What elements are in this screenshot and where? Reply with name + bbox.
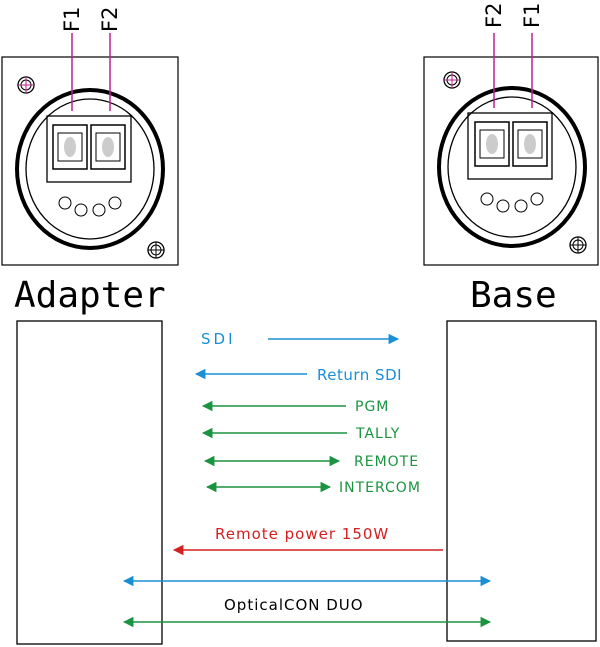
- right-connector-panel: F2 F1: [423, 3, 599, 266]
- right-connector-outer-ring: [437, 86, 587, 248]
- signal-tally: TALLY: [201, 426, 400, 442]
- signal-tally-label: TALLY: [355, 426, 400, 442]
- left-connector-outer-ring: [15, 88, 165, 250]
- signal-remote-label: REMOTE: [354, 454, 419, 470]
- left-mount-screw-top-icon: [17, 76, 35, 94]
- link-label: OpticalCON DUO: [224, 596, 364, 614]
- signal-intercom-label: INTERCOM: [339, 480, 421, 496]
- right-lc-port-1-icon: [474, 121, 510, 167]
- right-fiber-label-2: F1: [520, 3, 544, 28]
- left-fiber-label-1: F1: [60, 7, 84, 32]
- left-contact-pins-icon: [58, 196, 122, 217]
- signal-return-sdi: Return SDI: [194, 366, 402, 384]
- right-panel-plate: [423, 56, 599, 266]
- left-lc-port-2-icon: [90, 124, 126, 170]
- right-duplex-housing: [467, 112, 553, 180]
- signal-pgm: PGM: [201, 399, 389, 415]
- signal-sdi-label: SDI: [201, 330, 236, 348]
- right-connector-inner-ring: [447, 96, 577, 238]
- adapter-title: Adapter: [14, 275, 166, 316]
- right-mount-screw-bottom-icon: [569, 236, 587, 254]
- right-mount-screw-top-icon: [443, 71, 461, 89]
- left-fiber-label-2: F2: [98, 7, 122, 32]
- signal-pgm-label: PGM: [355, 399, 389, 415]
- left-connector-inner-ring: [25, 98, 155, 240]
- adapter-box: [16, 320, 163, 645]
- right-lc-port-2-icon: [512, 121, 548, 167]
- left-connector-panel: F1 F2: [1, 7, 179, 266]
- base-title: Base: [470, 275, 557, 316]
- signal-remote: REMOTE: [203, 454, 419, 470]
- base-box: [446, 320, 597, 642]
- left-lc-port-1-icon: [52, 124, 88, 170]
- left-mount-screw-bottom-icon: [147, 241, 165, 259]
- signal-remote-power: Remote power 150W: [172, 525, 443, 556]
- right-fiber-label-1: F2: [482, 3, 506, 28]
- left-duplex-housing: [46, 115, 132, 183]
- signal-sdi: SDI: [201, 330, 400, 348]
- signal-remote-power-label: Remote power 150W: [215, 525, 389, 543]
- signal-return-sdi-label: Return SDI: [317, 366, 402, 384]
- signal-intercom: INTERCOM: [205, 480, 421, 496]
- right-contact-pins-icon: [480, 192, 544, 213]
